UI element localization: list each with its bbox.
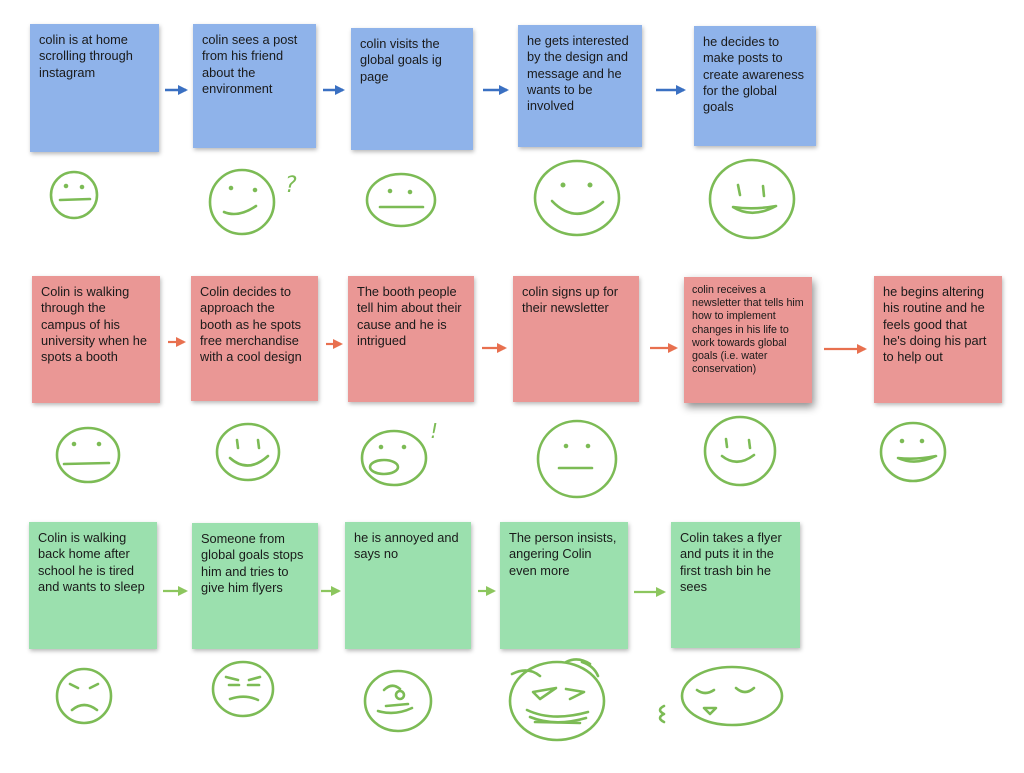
step-note[interactable]: colin visits the global goals ig page [351,28,473,150]
step-note[interactable]: Colin is walking through the campus of h… [32,276,160,403]
happy-face-icon [533,159,621,237]
sad-face-icon [55,667,113,725]
step-note[interactable]: The person insists, angering Colin even … [500,522,628,649]
angry-face-icon [508,658,606,742]
step-note[interactable]: he decides to make posts to create aware… [694,26,816,146]
step-note[interactable]: Colin is walking back home after school … [29,522,157,649]
step-note[interactable]: Colin takes a flyer and puts it in the f… [671,522,800,648]
exclamation-mark: ! [430,419,438,443]
upset-face-icon [363,669,433,733]
step-note[interactable]: Someone from global goals stops him and … [192,523,318,649]
neutral-face-icon [536,419,618,499]
step-note[interactable]: he is annoyed and says no [345,522,471,649]
step-note[interactable]: Colin decides to approach the booth as h… [191,276,318,401]
confused-face-icon [208,168,276,236]
step-note[interactable]: he begins altering his routine and he fe… [874,276,1002,403]
step-note[interactable]: colin signs up for their newsletter [513,276,639,402]
step-note[interactable]: colin receives a newsletter that tells h… [684,277,812,403]
neutral-face-icon [365,172,437,228]
grin-face-icon [708,158,796,240]
step-note[interactable]: he gets interested by the design and mes… [518,25,642,147]
step-note[interactable]: colin is at home scrolling through insta… [30,24,159,152]
surprised-face-icon [360,429,428,487]
step-note[interactable]: colin sees a post from his friend about … [193,24,316,148]
resigned-face-icon [658,665,784,727]
question-mark: ? [285,173,297,198]
step-note[interactable]: The booth people tell him about their ca… [348,276,474,402]
happy-face-icon [703,415,777,487]
neutral-face-icon [49,170,99,220]
annoyed-face-icon [211,660,275,718]
happy-face-icon [215,422,281,482]
grin-face-icon [879,421,947,483]
neutral-face-icon [55,426,121,484]
